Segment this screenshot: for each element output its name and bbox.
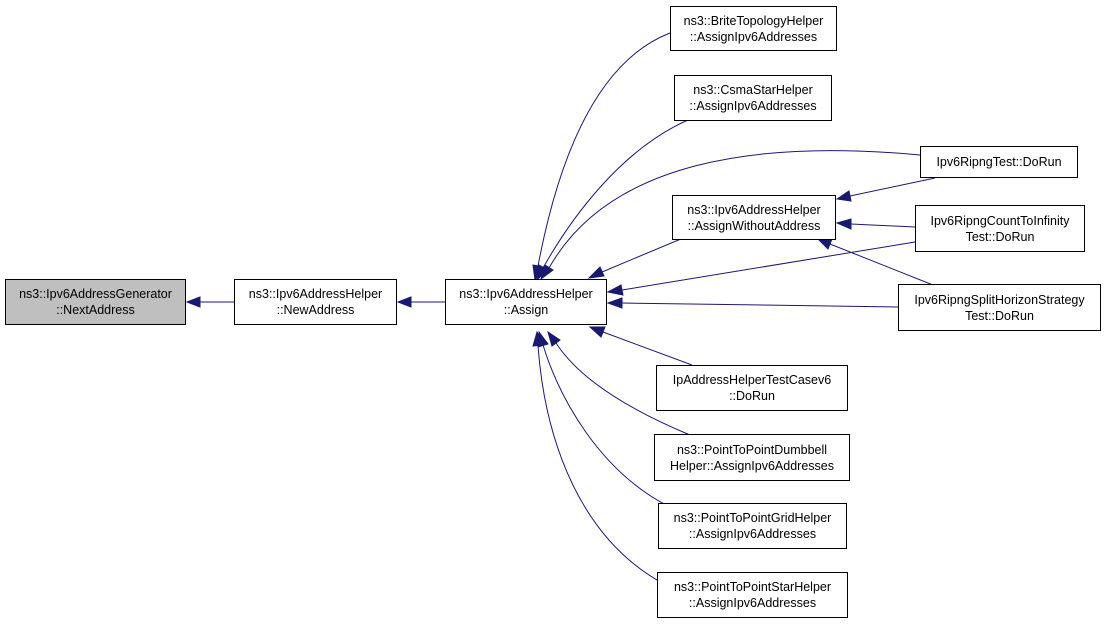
node-label: ::AssignIpv6Addresses bbox=[689, 99, 817, 113]
node-label: ns3::Ipv6AddressGenerator bbox=[19, 287, 172, 301]
node-label: ns3::BriteTopologyHelper bbox=[683, 13, 824, 28]
node-pointtopointstarhelper[interactable]: ns3::PointToPointStarHelper ::AssignIpv6… bbox=[657, 572, 848, 618]
node-pointtopointgridhelper[interactable]: ns3::PointToPointGridHelper ::AssignIpv6… bbox=[658, 503, 847, 549]
node-label: IpAddressHelperTestCasev6 bbox=[672, 373, 832, 387]
node-label: ns3::Ipv6AddressHelper bbox=[459, 287, 593, 301]
edge-iptest-to-assign bbox=[602, 331, 693, 366]
node-label: Test::DoRun bbox=[965, 229, 1035, 244]
node-ipv6addresshelper-newaddress[interactable]: ns3::Ipv6AddressHelper ::NewAddress bbox=[234, 279, 397, 325]
node-label: Ipv6RipngTest::DoRun bbox=[936, 155, 1062, 169]
node-label: ::Assign bbox=[503, 303, 549, 317]
node-label: ns3::Ipv6AddressHelper bbox=[248, 287, 383, 301]
edge-ripngsplit-to-assignwithout bbox=[829, 243, 939, 288]
edge-arrowhead bbox=[547, 330, 561, 347]
node-ipv6ripngsplithorizonstrategy-dorun[interactable]: Ipv6RipngSplitHorizonStrategy Test::DoRu… bbox=[898, 284, 1101, 331]
node-label: ns3::PointToPointGridHelper bbox=[673, 511, 832, 525]
edge-ripngcount-to-assignwithout bbox=[850, 223, 916, 228]
node-label: ns3::PointToPointStarHelper bbox=[673, 580, 832, 594]
edge-p2pdumbbell-to-assign bbox=[555, 342, 691, 436]
edge-arrowhead bbox=[606, 297, 623, 309]
edge-brite-to-assign bbox=[537, 32, 671, 267]
edge-ripngcount-to-assign bbox=[621, 241, 916, 291]
node-label: Ipv6RipngCountToInfinity bbox=[930, 213, 1070, 228]
edge-arrowhead bbox=[532, 330, 544, 347]
edge-arrowhead bbox=[835, 218, 852, 230]
edge-arrowhead bbox=[396, 296, 412, 308]
node-label: ::AssignIpv6Addresses bbox=[688, 596, 817, 610]
edge-csmastar-to-assign bbox=[542, 119, 689, 269]
edge-ripngtest-to-assignwithout bbox=[849, 177, 936, 197]
edge-assignwithout-to-assign bbox=[601, 235, 689, 273]
edge-arrowhead bbox=[587, 266, 605, 279]
node-label: ::NextAddress bbox=[56, 303, 135, 317]
node-csmastarhelper[interactable]: ns3::CsmaStarHelper ::AssignIpv6Addresse… bbox=[674, 75, 832, 121]
edge-p2pstar-to-assign bbox=[537, 345, 667, 586]
edge-arrowhead bbox=[185, 296, 201, 308]
edge-arrowhead bbox=[588, 326, 606, 338]
node-ipv6addresshelper-assignwithoutaddress[interactable]: ns3::Ipv6AddressHelper ::AssignWithoutAd… bbox=[672, 195, 836, 240]
node-pointtopointdumbbellhelper[interactable]: ns3::PointToPointDumbbell Helper::Assign… bbox=[654, 434, 850, 481]
node-label: ns3::CsmaStarHelper bbox=[693, 83, 813, 97]
node-ipaddresshelpertestcasev6-dorun[interactable]: IpAddressHelperTestCasev6 ::DoRun bbox=[656, 365, 848, 411]
node-label: ::DoRun bbox=[729, 389, 775, 403]
node-britetopologyhelper[interactable]: ns3::BriteTopologyHelper ::AssignIpv6Add… bbox=[670, 6, 837, 51]
node-label: Ipv6RipngSplitHorizonStrategy bbox=[914, 292, 1085, 307]
node-label: Helper::AssignIpv6Addresses bbox=[670, 458, 834, 473]
edge-arrowhead bbox=[816, 238, 833, 250]
node-label: Test::DoRun bbox=[965, 308, 1034, 323]
edge-arrowhead bbox=[606, 284, 624, 296]
node-ipv6addresshelper-assign[interactable]: ns3::Ipv6AddressHelper ::Assign bbox=[445, 279, 607, 325]
node-ipv6ripngcounttoinfinity-dorun[interactable]: Ipv6RipngCountToInfinity Test::DoRun bbox=[915, 205, 1085, 252]
edge-ripngsplit-to-assign bbox=[621, 302, 899, 308]
node-label: ::NewAddress bbox=[276, 303, 355, 317]
node-label: ns3::PointToPointDumbbell bbox=[676, 442, 828, 457]
node-label: ns3::Ipv6AddressHelper bbox=[687, 202, 821, 217]
node-ipv6ripngtest-dorun[interactable]: Ipv6RipngTest::DoRun bbox=[920, 146, 1078, 178]
edge-arrowhead bbox=[835, 190, 852, 202]
edge-ripngtest-to-assign bbox=[548, 150, 921, 269]
node-label: ::AssignIpv6Addresses bbox=[688, 527, 817, 541]
node-label: ::AssignWithoutAddress bbox=[687, 218, 821, 233]
edge-p2pgrid-to-assign bbox=[542, 344, 667, 506]
node-ipv6addressgenerator-nextaddress: ns3::Ipv6AddressGenerator ::NextAddress bbox=[5, 279, 186, 325]
node-label: ::AssignIpv6Addresses bbox=[689, 29, 818, 44]
edge-arrowhead bbox=[540, 264, 554, 281]
